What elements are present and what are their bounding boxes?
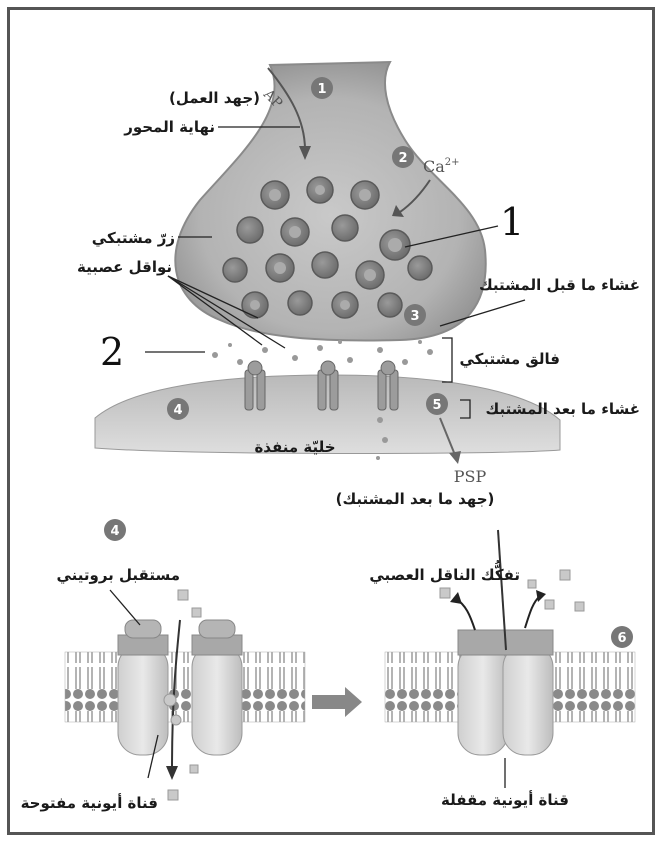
svg-text:4: 4	[110, 524, 119, 539]
step-2-badge: 2	[392, 146, 414, 168]
neurotransmitter-release-label: تفكُّك الناقل العصبي	[369, 559, 520, 584]
target-cell-label: خليّة منفذة	[254, 438, 335, 456]
synaptic-knob-label: زرّ مشتبكي	[92, 229, 175, 247]
axon-terminal-label: نهاية المحور	[123, 118, 215, 136]
label-1: 1	[500, 200, 524, 244]
svg-text:6: 6	[617, 631, 626, 646]
release-arrows	[455, 596, 540, 630]
protein-receptor-label: مستقبل بروتيني	[56, 566, 180, 584]
postsynaptic-membrane-label: غشاء ما بعد المشتبك	[486, 400, 640, 418]
step-4-badge-bottom: 4	[104, 519, 126, 541]
protein-receptor-leader	[110, 590, 140, 625]
transition-arrow	[312, 687, 362, 717]
step-3-badge: 3	[404, 304, 426, 326]
postsynaptic-potential-label: (جهد ما بعد المشتبك)	[336, 490, 495, 508]
presynaptic-membrane-label: غشاء ما قبل المشتبك	[479, 276, 640, 294]
svg-text:1: 1	[317, 82, 326, 97]
action-potential-label: (جهد العمل)	[169, 89, 260, 107]
psp-label: PSP	[454, 467, 487, 486]
calcium-label: Ca2+	[423, 157, 460, 176]
open-channel-label: قناة أيونية مفتوحة	[21, 793, 158, 812]
synaptic-cleft-label: فالق مشتبكي	[459, 350, 560, 368]
svg-text:4: 4	[173, 403, 182, 418]
closed-channel-label: قناة أيونية مقفلة	[441, 790, 569, 809]
svg-text:3: 3	[410, 309, 419, 324]
step-4-badge-top: 4	[167, 398, 189, 420]
neurotransmitters-label: نواقل عصبية	[77, 258, 172, 276]
label-2: 2	[100, 330, 124, 374]
psp-arrowhead	[449, 451, 461, 464]
svg-text:2: 2	[398, 151, 407, 166]
release-arrowhead-left	[450, 592, 462, 604]
svg-text:5: 5	[432, 398, 441, 413]
ion-flow-arrowhead	[166, 766, 178, 780]
step-5-badge: 5	[426, 393, 448, 415]
step-1-badge: 1	[311, 77, 333, 99]
membrane-left	[65, 652, 305, 722]
cleft-bracket	[442, 338, 452, 382]
step-6-badge: 6	[611, 626, 633, 648]
